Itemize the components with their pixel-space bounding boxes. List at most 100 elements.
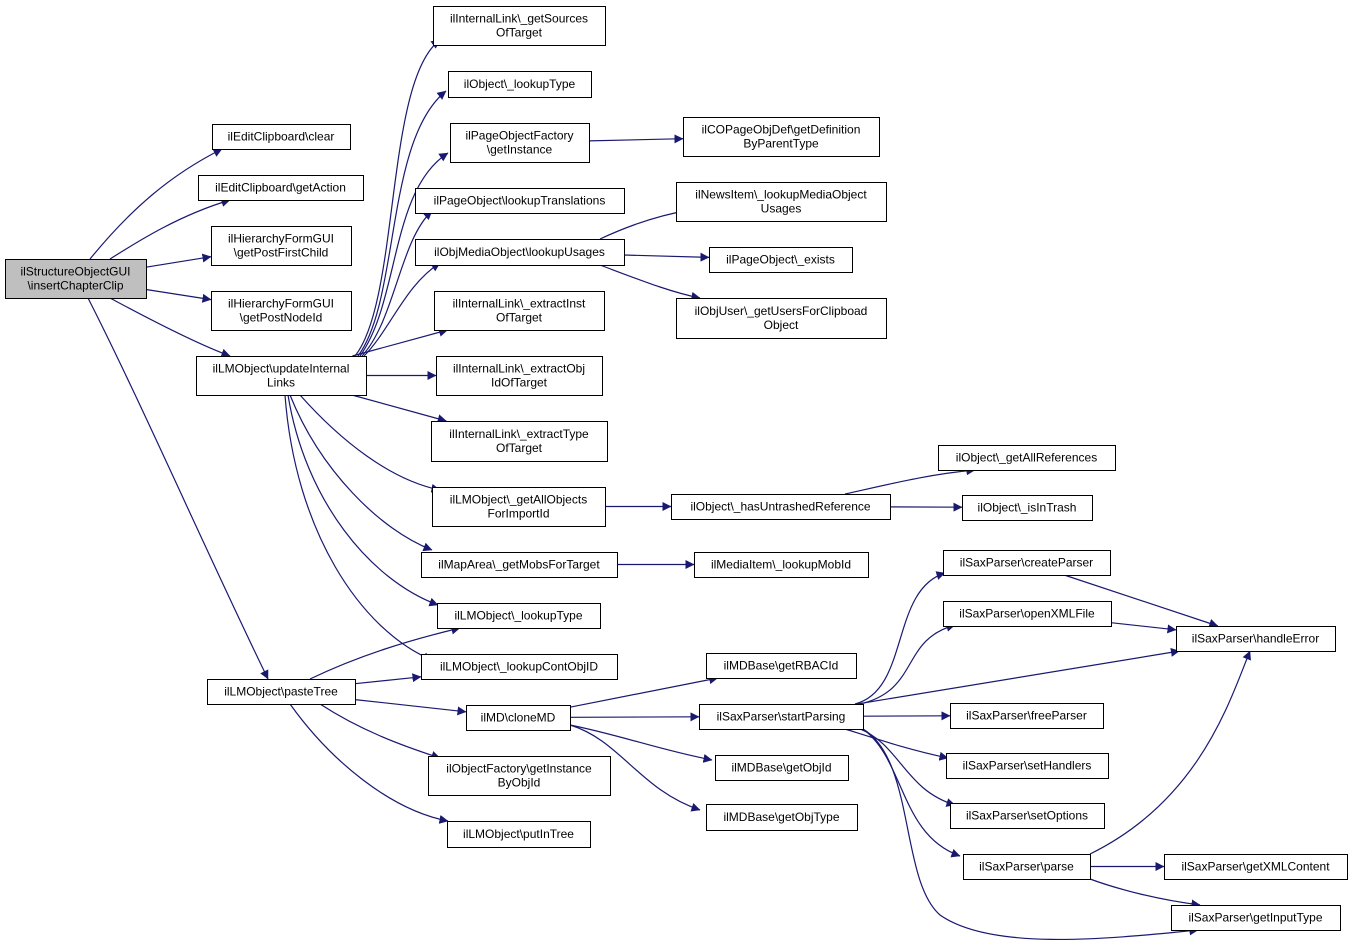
node-box — [212, 124, 351, 150]
node-box — [447, 821, 591, 848]
graph-node-sax_startparsing[interactable]: ilSaxParser\startParsing — [699, 704, 864, 730]
graph-node-ma_getmobs[interactable]: ilMapArea\_getMobsForTarget — [421, 552, 618, 578]
call-edge-sax_startparsing-to-sax_parse — [862, 728, 961, 858]
call-edge-sax_create-to-sax_handleerror — [1064, 574, 1219, 628]
node-label: ilMD\cloneMD — [481, 711, 556, 725]
graph-node-obj_hasuntrashed[interactable]: ilObject\_hasUntrashedReference — [671, 494, 891, 520]
node-label: ilInternalLink\_extractType — [449, 427, 589, 441]
node-label: ilSaxParser\parse — [979, 860, 1074, 874]
node-box — [715, 755, 849, 781]
graph-node-lm_putintree[interactable]: ilLMObject\putInTree — [447, 821, 591, 848]
call-edge-lm_updlinks-to-lm_lookupcont — [284, 394, 433, 661]
node-box — [671, 494, 891, 520]
node-label: \getPostFirstChild — [234, 246, 329, 260]
node-box — [198, 175, 364, 201]
node-label: IdOfTarget — [491, 376, 548, 390]
node-label: ilSaxParser\setOptions — [966, 809, 1088, 823]
call-edge-sax_startparsing-to-sax_create — [854, 571, 946, 705]
node-label: ilLMObject\putInTree — [463, 827, 574, 841]
graph-node-po_exists[interactable]: ilPageObject\_exists — [709, 247, 853, 273]
node-label: \getPostNodeId — [240, 311, 323, 325]
nodes-layer: ilStructureObjectGUI\insertChapterClip il… — [5, 6, 1348, 931]
call-edge-lm_updlinks-to-omo_lookupusages — [363, 262, 441, 357]
graph-node-ec_clear[interactable]: ilEditClipboard\clear — [212, 124, 351, 150]
graph-node-lm_pastetree[interactable]: ilLMObject\pasteTree — [207, 679, 356, 705]
node-box — [676, 182, 887, 222]
graph-node-hf_nodeid[interactable]: ilHierarchyFormGUI\getPostNodeId — [211, 291, 352, 331]
graph-node-root[interactable]: ilStructureObjectGUI\insertChapterClip — [5, 259, 147, 299]
graph-node-omo_lookupusages[interactable]: ilObjMediaObject\lookupUsages — [415, 239, 625, 266]
node-box — [1171, 905, 1341, 931]
graph-node-po_lookuptrans[interactable]: ilPageObject\lookupTranslations — [415, 188, 625, 214]
graph-node-sax_sethandlers[interactable]: ilSaxParser\setHandlers — [946, 753, 1109, 779]
call-edge-md_clonemd-to-mdb_getrbac — [569, 675, 719, 708]
node-label: ByObjId — [498, 776, 541, 790]
graph-node-obj_lookuptype[interactable]: ilObject\_lookupType — [448, 71, 592, 98]
node-box — [421, 654, 618, 680]
graph-node-sax_openxml[interactable]: ilSaxParser\openXMLFile — [943, 601, 1112, 627]
graph-node-lm_lookupcont[interactable]: ilLMObject\_lookupContObjID — [421, 654, 618, 680]
node-box — [706, 653, 857, 679]
node-label: ilLMObject\pasteTree — [224, 685, 338, 699]
node-box — [706, 804, 858, 831]
node-label: ilPageObject\lookupTranslations — [434, 194, 606, 208]
node-box — [694, 552, 869, 578]
node-label: ilEditClipboard\getAction — [215, 181, 346, 195]
graph-node-mdb_getobjtype[interactable]: ilMDBase\getObjType — [706, 804, 858, 831]
call-edge-sax_startparsing-to-sax_getinput — [862, 728, 1199, 941]
graph-node-lm_lookuptype[interactable]: ilLMObject\_lookupType — [437, 603, 601, 629]
node-box — [415, 239, 625, 266]
call-edge-lm_pastetree-to-lm_lookuptype — [309, 625, 461, 680]
node-box — [943, 601, 1112, 627]
node-box — [433, 6, 606, 46]
call-edge-lm_pastetree-to-md_clonemd — [354, 699, 467, 716]
call-edge-sax_startparsing-to-sax_handleerror — [856, 647, 1180, 705]
node-label: ilHierarchyFormGUI — [228, 232, 334, 246]
call-edge-lm_updlinks-to-obj_lookuptype — [357, 90, 447, 357]
node-label: ilObject\_getAllReferences — [956, 451, 1097, 465]
graph-node-sax_free[interactable]: ilSaxParser\freeParser — [950, 703, 1104, 729]
node-box — [211, 291, 352, 331]
node-label: ilSaxParser\getInputType — [1188, 911, 1322, 925]
node-box — [962, 495, 1093, 521]
call-edge-lm_updlinks-to-ma_getmobs — [289, 394, 433, 552]
graph-node-obj_isintrash[interactable]: ilObject\_isInTrash — [962, 495, 1093, 521]
graph-node-sax_handleerror[interactable]: ilSaxParser\handleError — [1176, 626, 1336, 652]
node-box — [432, 487, 606, 527]
node-box — [950, 803, 1105, 829]
graph-node-mdb_getobjid[interactable]: ilMDBase\getObjId — [715, 755, 849, 781]
graph-node-sax_create[interactable]: ilSaxParser\createParser — [943, 550, 1111, 576]
node-box — [428, 756, 611, 796]
node-label: ilSaxParser\handleError — [1192, 632, 1319, 646]
graph-node-sax_parse[interactable]: ilSaxParser\parse — [963, 854, 1091, 880]
graph-node-sax_setoptions[interactable]: ilSaxParser\setOptions — [950, 803, 1105, 829]
graph-node-pof_getinstance[interactable]: ilPageObjectFactory\getInstance — [450, 123, 590, 163]
graph-node-sax_getinput[interactable]: ilSaxParser\getInputType — [1171, 905, 1341, 931]
graph-node-ec_getaction[interactable]: ilEditClipboard\getAction — [198, 175, 364, 201]
graph-node-sax_getxml[interactable]: ilSaxParser\getXMLContent — [1164, 854, 1348, 880]
node-box — [676, 298, 887, 339]
call-edge-lm_updlinks-to-pof_getinstance — [359, 152, 449, 357]
call-edge-root-to-hf_firstchild — [145, 253, 212, 268]
graph-node-obj_getallrefs[interactable]: ilObject\_getAllReferences — [938, 445, 1116, 471]
node-label: \insertChapterClip — [27, 279, 123, 293]
node-box — [421, 552, 618, 578]
call-edge-obj_hasuntrashed-to-obj_getallrefs — [844, 466, 976, 495]
graph-node-hf_firstchild[interactable]: ilHierarchyFormGUI\getPostFirstChild — [211, 226, 352, 266]
node-label: ByParentType — [743, 137, 819, 151]
graph-node-mdb_getrbac[interactable]: ilMDBase\getRBACId — [706, 653, 857, 679]
call-edge-lm_pastetree-to-lm_lookupcont — [354, 673, 422, 685]
graph-node-md_clonemd[interactable]: ilMD\cloneMD — [466, 705, 571, 731]
node-label: ilInternalLink\_getSources — [450, 12, 588, 26]
graph-node-mi_lookupmob[interactable]: ilMediaItem\_lookupMobId — [694, 552, 869, 578]
